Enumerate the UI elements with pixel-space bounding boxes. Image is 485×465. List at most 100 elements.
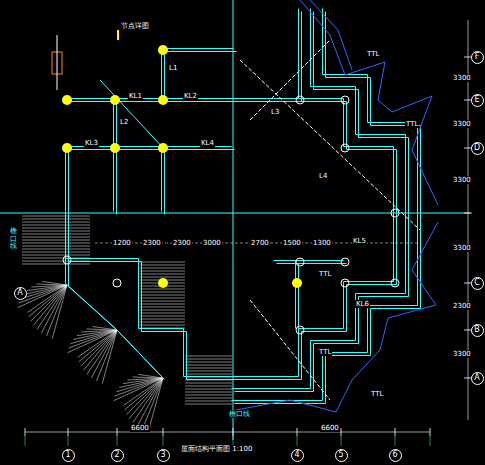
rafter-fan [137, 378, 163, 426]
rafter-hatch [185, 386, 232, 387]
rafter-hatch [185, 392, 232, 393]
axis-number: 6 [392, 451, 397, 459]
axis-number: A [17, 289, 22, 297]
rafter-hatch [185, 389, 232, 390]
rafter-fan [47, 285, 67, 336]
rafter-fan [97, 330, 117, 381]
rafter-hatch [140, 274, 185, 275]
axis-bubble: 3 [157, 449, 170, 462]
drawing-label: 1300 [312, 239, 332, 247]
rafter-hatch [140, 265, 185, 266]
rafter-hatch [22, 240, 90, 241]
dimension-tick [25, 428, 26, 436]
axis-number: D [474, 144, 480, 152]
column-dot [158, 143, 168, 153]
rafter-hatch [140, 316, 185, 317]
rafter-fan [41, 285, 67, 333]
dimension-tick [341, 428, 342, 436]
drawing-label: 3300 [452, 74, 472, 82]
beam-line [326, 12, 421, 215]
column-dot [158, 278, 168, 288]
axis-extension [341, 436, 342, 446]
drawing-label: TTL [318, 270, 332, 278]
axis-number: 1 [65, 451, 70, 459]
post-circle [63, 256, 71, 264]
beam-line [274, 260, 344, 261]
rafter-fan [30, 285, 67, 321]
axis-bubble: F [471, 51, 484, 64]
rafter-fan [148, 378, 163, 432]
rafter-hatch [185, 362, 232, 363]
beam-line [68, 150, 69, 215]
drawing-label: 檐口线 [9, 228, 18, 251]
drawing-label: KL2 [183, 92, 198, 100]
axis-extension [297, 436, 298, 446]
rafter-fan [28, 285, 67, 312]
beam-line [69, 149, 235, 150]
axis-number: E [474, 96, 479, 104]
drawing-label: 2700 [250, 239, 270, 247]
axis-bubble: A [14, 287, 27, 300]
drawing-label: 3300 [452, 176, 472, 184]
drawing-label: 6600 [320, 424, 340, 432]
post-circle [296, 326, 304, 334]
rafter-fan [126, 378, 163, 414]
rafter-hatch [140, 292, 185, 293]
post-circle [391, 279, 399, 287]
dimension-tick [163, 428, 164, 436]
rafter-hatch [140, 268, 185, 269]
rafter-hatch [185, 401, 232, 402]
rafter-hatch [140, 298, 185, 299]
rafter-hatch [140, 301, 185, 302]
rafter-hatch [22, 243, 90, 244]
rafter-hatch [140, 310, 185, 311]
drawing-label: 2300 [172, 239, 192, 247]
rafter-hatch [22, 234, 90, 235]
axis-number: F [475, 53, 480, 61]
axis-bubble: A [471, 372, 484, 385]
axis-bubble: E [471, 94, 484, 107]
rafter-hatch [22, 252, 90, 253]
axis-line [233, 0, 234, 440]
rafter-hatch [185, 368, 232, 369]
rafter-hatch [185, 371, 232, 372]
drawing-label: L4 [318, 172, 328, 180]
axis-bubble: D [471, 142, 484, 155]
drawing-label: 2300 [142, 239, 162, 247]
post-circle [113, 279, 121, 287]
axis-bubble: B [471, 324, 484, 337]
rafter-hatch [185, 356, 232, 357]
rafter-hatch [185, 374, 232, 375]
brace-line [100, 80, 165, 150]
drawing-label: TTL [405, 120, 419, 128]
rafter-hatch [22, 222, 90, 223]
rafter-hatch [185, 395, 232, 396]
rafter-fan [33, 285, 67, 325]
drawing-label: 屋面结构平面图 1:100 [180, 445, 253, 453]
detail-mark [117, 30, 119, 40]
eave-curve [300, 0, 438, 205]
drawing-label: 6600 [130, 424, 150, 432]
rafter-fan [129, 378, 163, 418]
beam-line [277, 263, 347, 264]
beam-line [161, 49, 162, 99]
beam-line [66, 259, 232, 377]
rafter-hatch [22, 264, 90, 265]
drawing-label: TTL [366, 50, 380, 58]
rafter-fan [133, 377, 163, 378]
beam-line [232, 212, 418, 401]
drawing-label: TTL [370, 390, 384, 398]
axis-extension [395, 436, 396, 446]
rafter-fan [79, 330, 117, 362]
beam-line [113, 99, 114, 212]
drawing-label: 檐口线 [228, 410, 251, 418]
rafter-hatch [140, 307, 185, 308]
rafter-fan [143, 378, 163, 429]
rafter-hatch [22, 249, 90, 250]
rafter-fan [91, 330, 117, 378]
column-dot [292, 278, 302, 288]
drawing-label: TTL [318, 348, 332, 356]
ridge-line [250, 40, 330, 120]
rafter-hatch [140, 319, 185, 320]
column-dot [158, 45, 168, 55]
